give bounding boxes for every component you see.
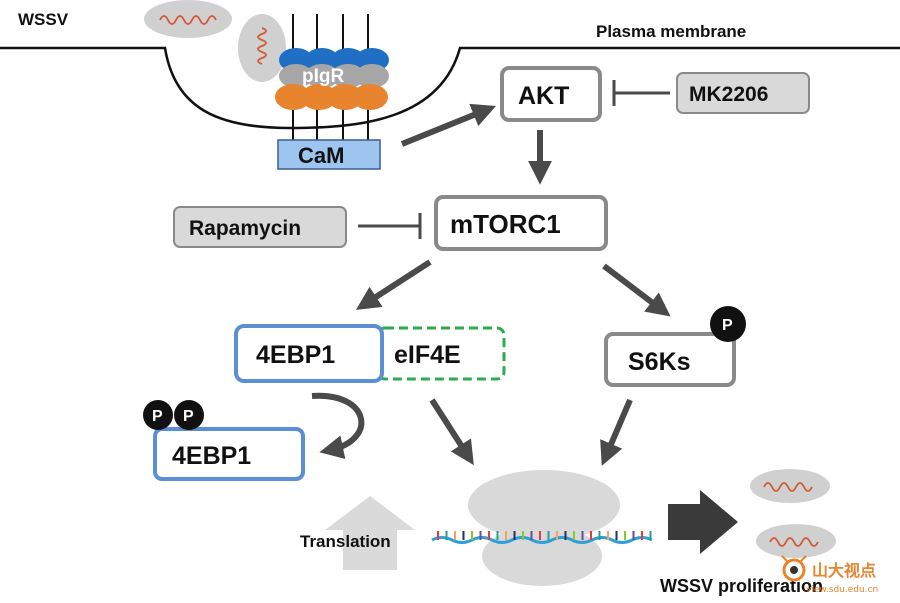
akt-box [500,66,602,122]
watermark: 山大视点 view.sdu.edu.cn [776,548,896,598]
arrow-mtorc1-4ebp1 [355,259,432,310]
eif4e-label: eIF4E [394,341,461,369]
akt-label: AKT [518,82,569,110]
watermark-url: view.sdu.edu.cn [806,585,878,595]
wssv-progeny-virion-2 [756,524,836,558]
wssv-virion-bound [238,14,286,82]
mtorc1-label: mTORC1 [450,209,561,239]
phospho-badge-1 [143,400,173,430]
wssv-progeny-virion-1 [750,469,830,503]
translation-label: Translation [300,532,391,551]
arrow-mtorc1-s6ks [602,263,671,317]
wssv-label: WSSV [18,10,69,29]
mk2206-label: MK2206 [689,83,768,106]
mrna-strand [431,531,653,544]
arrow-phosphorylation-curve [311,392,365,460]
ribosome-small-subunit [482,526,602,586]
rapamycin-box [173,206,347,248]
phospho-badge-2-label: P [183,408,194,425]
cam-box [277,139,381,170]
ribosome-large-subunit [468,470,620,540]
pigr-label: pIgR [302,66,344,87]
rapamycin-label: Rapamycin [189,217,301,240]
pigr-orange-row [275,84,388,110]
proliferation-arrow [668,490,738,554]
mtorc1-box [434,195,608,251]
wssv-virion-top [144,0,232,38]
cam-label: CaM [298,143,344,168]
arrow-s6ks-ribosome [600,398,633,466]
pigr-gray-row [279,64,389,88]
s6ks-phospho-badge [710,306,746,342]
4ebp1-label: 4EBP1 [256,341,335,369]
mk2206-box [676,72,810,114]
wssv-proliferation-label: WSSV proliferation [660,576,823,596]
arrow-cam-akt [400,103,497,147]
s6ks-phospho-label: P [722,317,733,334]
watermark-text: 山大视点 [812,561,876,580]
4ebp1-box [234,324,384,383]
arrow-eif4e-ribosome [429,398,474,466]
pigr-complex: pIgR [275,48,389,110]
translation-up-arrow [325,496,415,570]
4ebp1-phospho-label: 4EBP1 [172,442,251,470]
plasma-membrane-label: Plasma membrane [596,22,746,41]
watermark-eye-icon [781,555,807,582]
phospho-badge-2 [174,400,204,430]
plasma-membrane-line [0,46,900,130]
s6ks-box [604,332,736,387]
s6ks-label: S6Ks [628,348,691,376]
4ebp1-phospho-box [153,427,305,481]
phospho-badge-1-label: P [152,408,163,425]
